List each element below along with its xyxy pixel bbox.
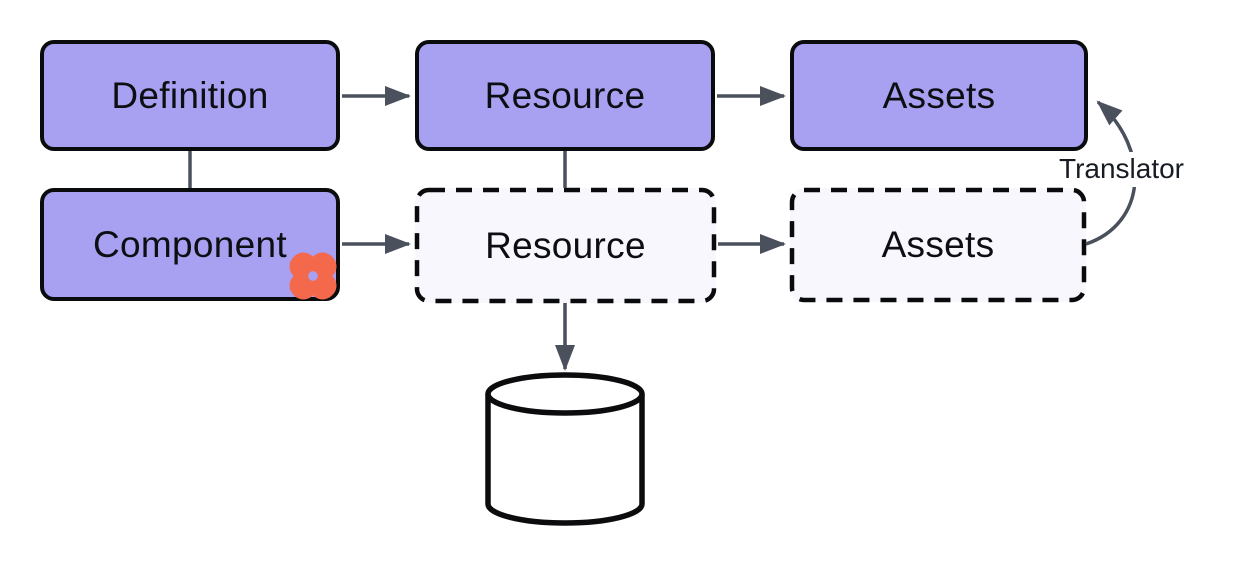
node-resource-draft-label: Resource — [485, 224, 646, 266]
node-assets-draft: Assets — [790, 188, 1086, 302]
node-resource-label: Resource — [484, 74, 646, 116]
node-resource-draft: Resource — [415, 188, 716, 303]
node-assets-label: Assets — [882, 74, 996, 116]
node-component: Component — [40, 188, 340, 301]
pinwheel-x-icon — [289, 252, 337, 300]
node-assets: Assets — [790, 40, 1088, 151]
pinwheel-x-hole — [308, 271, 318, 281]
translator-label: Translator — [1054, 152, 1190, 187]
node-definition: Definition — [40, 40, 340, 151]
node-component-label: Component — [93, 223, 287, 265]
node-assets-draft-label: Assets — [881, 224, 995, 265]
database-cylinder-icon — [485, 372, 645, 526]
node-resource: Resource — [415, 40, 715, 151]
node-definition-label: Definition — [111, 74, 269, 116]
